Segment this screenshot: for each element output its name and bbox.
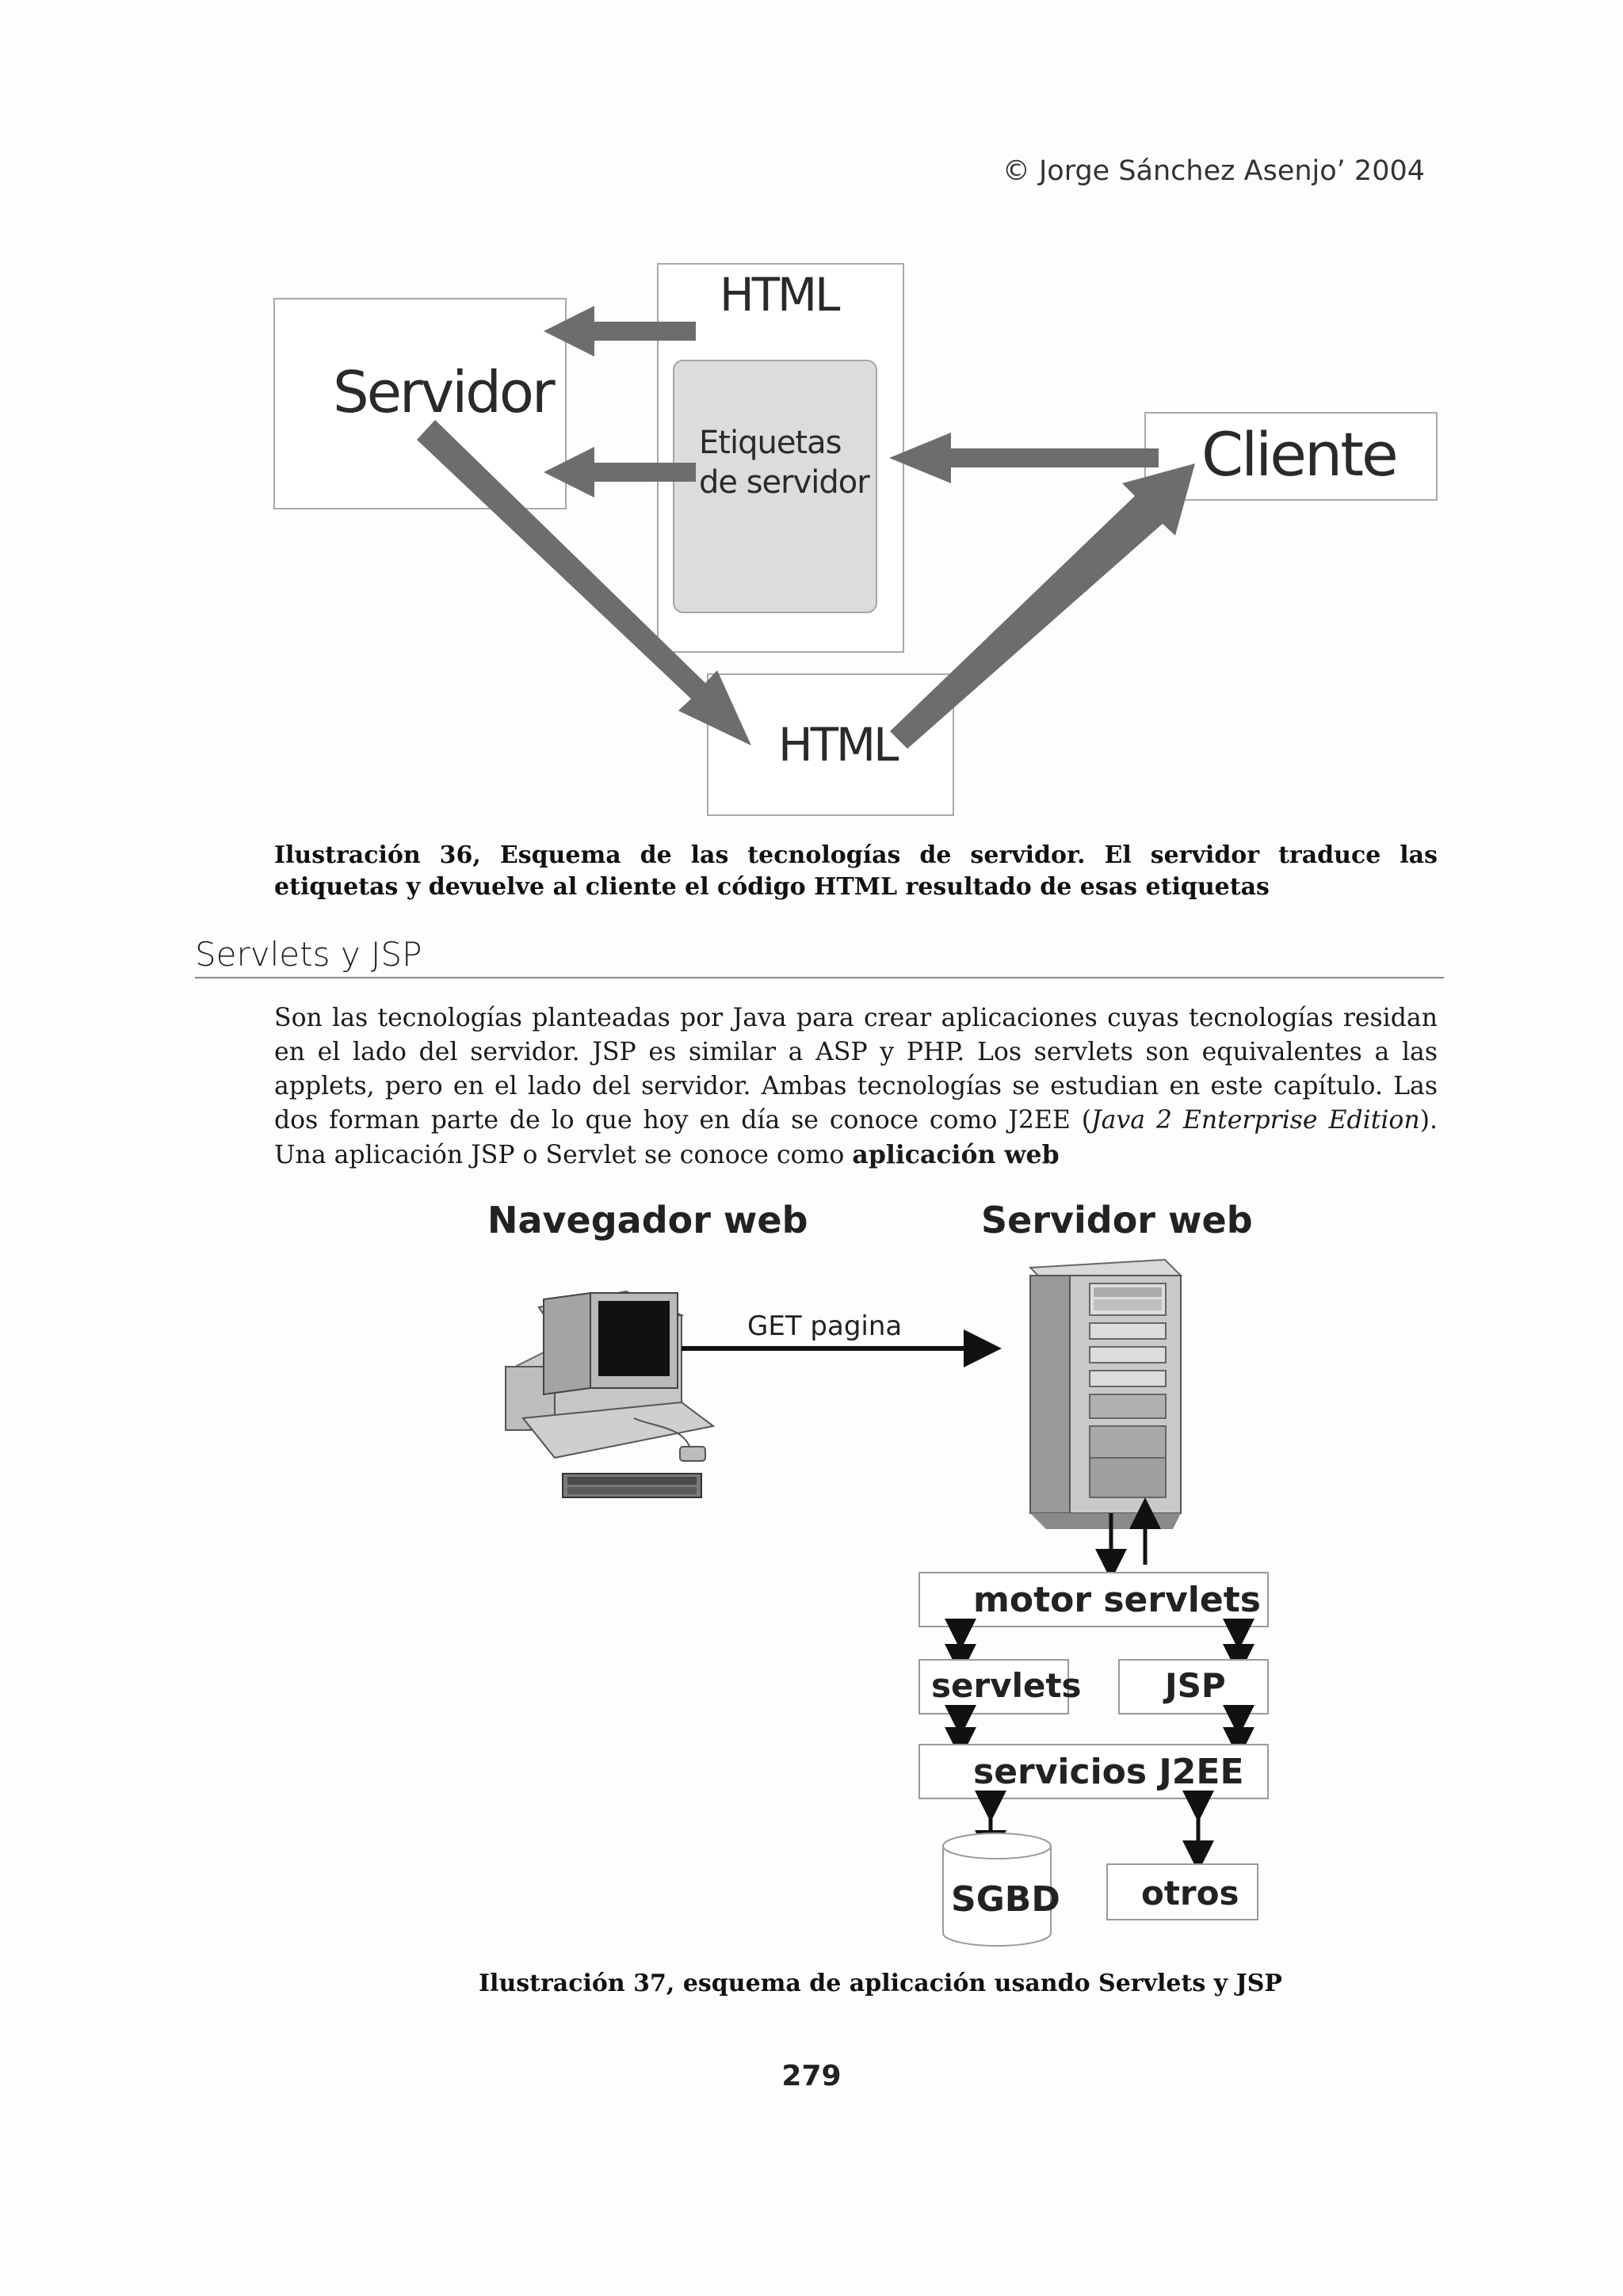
html-top-label: HTML xyxy=(720,268,840,322)
paragraph-italic-text: Java 2 Enterprise Edition xyxy=(1091,1106,1420,1135)
servlets-label: servlets xyxy=(931,1666,1082,1705)
cliente-label: Cliente xyxy=(1201,419,1396,490)
arrow-servidor-to-html xyxy=(417,420,751,746)
html-bottom-label: HTML xyxy=(778,718,899,772)
cliente-box xyxy=(1144,412,1438,501)
motor-servlets-box xyxy=(918,1572,1269,1627)
body-paragraph: Son las tecnologías planteadas por Java … xyxy=(274,1001,1438,1173)
computer-icon xyxy=(505,1290,716,1498)
servlets-box xyxy=(918,1659,1069,1714)
section-heading: Servlets y JSP xyxy=(195,935,1444,978)
servicios-j2ee-label: servicios J2EE xyxy=(973,1752,1244,1792)
arrow-html-to-cliente xyxy=(890,463,1195,749)
motor-servlets-label: motor servlets xyxy=(973,1580,1261,1620)
figure-36-caption-line2: etiquetas y devuelve al cliente el códig… xyxy=(274,873,1270,901)
paragraph-text-part1: Son las tecnologías planteadas por Java … xyxy=(274,1004,1438,1135)
servidor-label: Servidor xyxy=(333,359,556,425)
server-tags-box xyxy=(673,360,877,613)
page-number: 279 xyxy=(781,2060,842,2092)
html-result-box xyxy=(707,673,954,816)
paragraph-text-part2: ). Una aplicación JSP o Servlet se conoc… xyxy=(274,1106,1438,1169)
servidor-web-heading: Servidor web xyxy=(981,1199,1253,1241)
figure-36-diagram: HTML Servidor Etiquetas de servidor Clie… xyxy=(273,263,1438,816)
servicios-j2ee-box xyxy=(918,1744,1269,1799)
navegador-heading: Navegador web xyxy=(487,1199,808,1241)
header-copyright: © Jorge Sánchez Asenjo’ 2004 xyxy=(1002,155,1425,187)
figure-37-caption: Ilustración 37, esquema de aplicación us… xyxy=(479,1970,1282,1997)
etiquetas-label-line2: de servidor xyxy=(699,464,870,501)
figure-36-caption-line1: Ilustración 36, Esquema de las tecnologí… xyxy=(274,841,1438,869)
sgbd-database-icon xyxy=(942,1833,1052,1947)
jsp-box xyxy=(1118,1659,1269,1714)
arrow-cliente-to-tags xyxy=(889,433,1159,483)
server-icon xyxy=(1028,1258,1183,1529)
etiquetas-label-line1: Etiquetas xyxy=(699,425,841,461)
jsp-label: JSP xyxy=(1163,1666,1226,1705)
sgbd-label: SGBD xyxy=(951,1879,1060,1920)
arrow-html-to-servidor xyxy=(544,306,696,357)
arrow-tags-to-servidor xyxy=(544,447,696,498)
get-pagina-label: GET pagina xyxy=(747,1310,902,1342)
paragraph-bold-text: aplicación web xyxy=(852,1140,1060,1169)
otros-box xyxy=(1106,1863,1258,1920)
figure-36-caption: Ilustración 36, Esquema de las tecnologí… xyxy=(274,840,1438,903)
servidor-box xyxy=(273,298,567,509)
otros-label: otros xyxy=(1141,1874,1239,1913)
